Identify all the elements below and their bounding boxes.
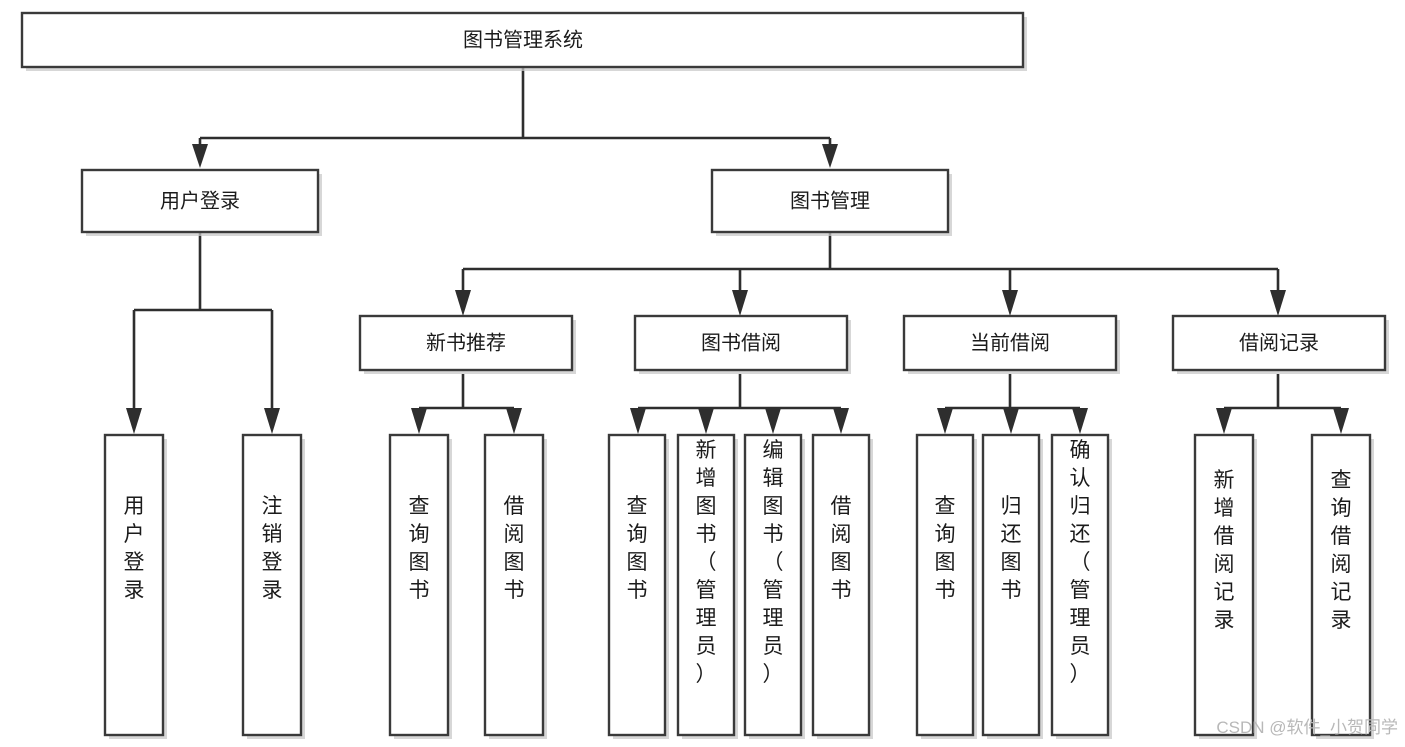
leaf-cb-return-book-box[interactable] [981,433,1041,737]
node-root[interactable]: 图书管理系统 [20,11,1027,71]
node-new-book-recommend[interactable]: 新书推荐 [358,314,576,374]
leaf-nbr-borrow-book-label: 借阅图书 [504,495,525,602]
node-current-borrow-box[interactable] [902,314,1118,372]
arrow-head-leaf-bb-add [698,408,714,434]
connector-group-new-book-recommend [411,374,522,434]
leaf-bb-borrow-book-label: 借阅图书 [831,495,852,602]
node-new-book-recommend-box[interactable] [358,314,574,372]
leaf-nbr-query-book-box[interactable] [388,433,450,737]
leaf-bb-borrow-book[interactable]: 借阅图书 [811,433,873,739]
leaf-nbr-borrow-book-box[interactable] [483,433,545,737]
arrow-head-leaf-user-login [126,408,142,434]
node-book-management[interactable]: 图书管理 [710,168,952,236]
leaf-bb-add-book-label: 新增图书（管理员） [696,439,717,686]
leaf-br-query-record-label: 查询借阅记录 [1331,469,1352,632]
arrow-head-leaf-br-add [1216,408,1232,434]
connector-group-current-borrow [937,374,1088,434]
leaf-bb-edit-book-label: 编辑图书（管理员） [763,439,784,686]
connector-group-root [192,67,838,168]
arrow-head-leaf-nbr-query [411,408,427,434]
node-book-borrow-box[interactable] [633,314,849,372]
leaf-bb-query-book-box[interactable] [607,433,667,737]
arrow-head-leaf-br-query [1333,408,1349,434]
leaf-cb-query-book-label: 查询图书 [935,495,956,602]
leaf-bb-edit-book[interactable]: 编辑图书（管理员） [743,433,805,739]
leaf-user-login-logout-label: 注销登录 [262,495,283,602]
leaf-cb-confirm-return[interactable]: 确认归还（管理员） [1050,433,1112,739]
leaf-user-login-logout-box[interactable] [241,433,303,737]
leaf-bb-add-book[interactable]: 新增图书（管理员） [676,433,738,739]
arrow-head-leaf-cb-return [1003,408,1019,434]
connector-group-borrow-record [1216,374,1349,434]
arrow-head-leaf-bb-borrow [833,408,849,434]
node-current-borrow-label: 当前借阅 [970,331,1050,354]
leaf-user-login-logout[interactable]: 注销登录 [241,433,305,739]
leaf-bb-query-book[interactable]: 查询图书 [607,433,669,739]
leaf-bb-query-book-label: 查询图书 [627,495,648,602]
node-book-borrow-label: 图书借阅 [701,331,781,354]
leaf-br-add-record-label: 新增借阅记录 [1214,469,1235,632]
leaf-nbr-query-book-label: 查询图书 [409,495,430,602]
node-new-book-recommend-label: 新书推荐 [426,331,506,354]
node-root-label: 图书管理系统 [463,28,583,51]
arrow-head-leaf-logout [264,408,280,434]
connector-group-bookmgmt [455,232,1286,316]
arrow-head-userlogin [192,144,208,168]
leaf-br-query-record-box[interactable] [1310,433,1372,737]
leaf-cb-query-book[interactable]: 查询图书 [915,433,977,739]
node-user-login[interactable]: 用户登录 [80,168,322,236]
node-root-box[interactable] [20,11,1025,69]
arrow-head-leaf-bb-query [630,408,646,434]
arrow-head-leaf-cb-confirm [1072,408,1088,434]
leaf-user-login-login-box[interactable] [103,433,165,737]
leaf-br-query-record[interactable]: 查询借阅记录 [1310,433,1374,739]
arrow-head-book-borrow [732,290,748,316]
node-borrow-record-label: 借阅记录 [1239,331,1319,354]
leaf-bb-edit-book-box[interactable] [743,433,803,737]
leaf-bb-borrow-book-box[interactable] [811,433,871,737]
leaf-cb-confirm-return-label: 确认归还（管理员） [1070,439,1091,686]
arrow-head-borrow-record [1270,290,1286,316]
leaf-nbr-query-book[interactable]: 查询图书 [388,433,452,739]
connector-group-userlogin [126,232,280,434]
node-borrow-record[interactable]: 借阅记录 [1171,314,1389,374]
arrow-head-leaf-bb-edit [765,408,781,434]
arrow-head-leaf-cb-query [937,408,953,434]
connector-group-book-borrow [630,374,849,434]
arrow-head-bookmgmt [822,144,838,168]
node-user-login-label: 用户登录 [160,189,240,212]
node-book-management-box[interactable] [710,168,950,234]
node-current-borrow[interactable]: 当前借阅 [902,314,1120,374]
leaf-nbr-borrow-book[interactable]: 借阅图书 [483,433,547,739]
leaf-cb-return-book-label: 归还图书 [1001,495,1022,602]
arrow-head-new-book-recommend [455,290,471,316]
leaf-cb-return-book[interactable]: 归还图书 [981,433,1043,739]
csdn-watermark: CSDN @软件_小贺同学 [1216,718,1398,737]
leaf-br-add-record[interactable]: 新增借阅记录 [1193,433,1257,739]
leaf-br-add-record-box[interactable] [1193,433,1255,737]
arrow-head-current-borrow [1002,290,1018,316]
leaf-bb-add-book-box[interactable] [676,433,736,737]
node-book-management-label: 图书管理 [790,189,870,212]
arrow-head-leaf-nbr-borrow [506,408,522,434]
leaf-cb-query-book-box[interactable] [915,433,975,737]
leaf-user-login-login[interactable]: 用户登录 [103,433,167,739]
node-user-login-box[interactable] [80,168,320,234]
leaf-cb-confirm-return-box[interactable] [1050,433,1110,737]
node-borrow-record-box[interactable] [1171,314,1387,372]
node-book-borrow[interactable]: 图书借阅 [633,314,851,374]
leaf-user-login-login-label: 用户登录 [124,495,145,602]
